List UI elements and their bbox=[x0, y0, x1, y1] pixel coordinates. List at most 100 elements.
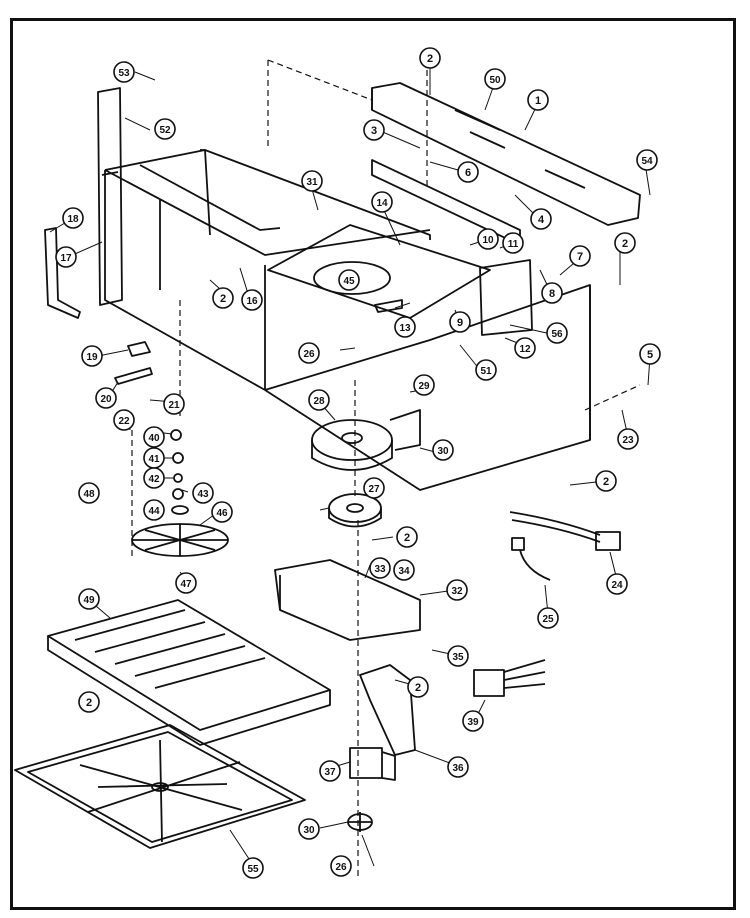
callout-number: 3 bbox=[371, 125, 377, 137]
callout-circle bbox=[369, 557, 391, 579]
callout-7: 7 bbox=[569, 245, 591, 267]
callout-number: 34 bbox=[398, 566, 410, 577]
callout-circle bbox=[502, 232, 524, 254]
callout-number: 43 bbox=[197, 489, 209, 500]
callout-number: 31 bbox=[306, 177, 318, 188]
callout-circle bbox=[419, 47, 441, 69]
callout-circle bbox=[413, 374, 435, 396]
callout-circle bbox=[446, 579, 468, 601]
callout-12: 12 bbox=[514, 337, 536, 359]
callout-circle bbox=[298, 342, 320, 364]
callout-number: 16 bbox=[246, 296, 258, 307]
hardware-stack-part bbox=[170, 429, 189, 515]
blower-assembly-part bbox=[311, 409, 421, 471]
callout-circle bbox=[143, 426, 165, 448]
fan-motor-part bbox=[349, 747, 396, 781]
callout-circle bbox=[242, 857, 264, 879]
switch-lever-part bbox=[114, 367, 153, 385]
callout-29: 29 bbox=[413, 374, 435, 396]
callout-number: 27 bbox=[368, 484, 380, 495]
callout-circle bbox=[396, 526, 418, 548]
stirrer-blade-part bbox=[131, 523, 229, 557]
callout-circle bbox=[78, 588, 100, 610]
callout-50: 50 bbox=[484, 68, 506, 90]
callout-41: 41 bbox=[143, 447, 165, 469]
callout-circle bbox=[154, 118, 176, 140]
callout-circle bbox=[338, 269, 360, 291]
callout-49: 49 bbox=[78, 588, 100, 610]
callout-5: 5 bbox=[639, 343, 661, 365]
callout-number: 21 bbox=[168, 400, 180, 411]
callout-28: 28 bbox=[308, 389, 330, 411]
callout-circle bbox=[371, 191, 393, 213]
callout-2: 2 bbox=[595, 470, 617, 492]
callout-34: 34 bbox=[393, 559, 415, 581]
callout-number: 50 bbox=[489, 75, 501, 86]
callout-circle bbox=[447, 645, 469, 667]
callout-circle bbox=[95, 387, 117, 409]
callout-30: 30 bbox=[432, 439, 454, 461]
callout-31: 31 bbox=[301, 170, 323, 192]
callout-20: 20 bbox=[95, 387, 117, 409]
callout-circle bbox=[636, 149, 658, 171]
callout-number: 1 bbox=[535, 95, 541, 107]
guide-lines bbox=[131, 59, 641, 880]
callout-number: 47 bbox=[180, 579, 192, 590]
callout-2: 2 bbox=[212, 287, 234, 309]
wire-harness-part bbox=[509, 511, 621, 551]
callout-circle bbox=[308, 389, 330, 411]
callout-circle bbox=[62, 207, 84, 229]
callout-circle bbox=[175, 572, 197, 594]
callout-number: 19 bbox=[86, 352, 98, 363]
callout-number: 49 bbox=[83, 595, 95, 606]
callout-circle bbox=[212, 287, 234, 309]
callout-circle bbox=[595, 470, 617, 492]
callout-number: 4 bbox=[538, 214, 545, 226]
callout-circle bbox=[81, 345, 103, 367]
callout-circle bbox=[546, 322, 568, 344]
callout-circle bbox=[394, 316, 416, 338]
callout-number: 39 bbox=[467, 717, 479, 728]
callout-number: 35 bbox=[452, 652, 464, 663]
callout-circle bbox=[241, 289, 263, 311]
callout-number: 9 bbox=[457, 317, 463, 329]
callout-circle bbox=[639, 343, 661, 365]
terminal-block-part bbox=[473, 659, 546, 697]
trim-strip-part bbox=[44, 227, 81, 319]
callout-circle bbox=[530, 208, 552, 230]
callout-circle bbox=[475, 359, 497, 381]
callout-8: 8 bbox=[541, 282, 563, 304]
callout-circle bbox=[211, 501, 233, 523]
callout-23: 23 bbox=[617, 428, 639, 450]
callout-9: 9 bbox=[449, 311, 471, 333]
callout-26: 26 bbox=[330, 855, 352, 877]
callout-circle bbox=[617, 428, 639, 450]
callout-2: 2 bbox=[396, 526, 418, 548]
callout-number: 56 bbox=[551, 329, 563, 340]
callout-52: 52 bbox=[154, 118, 176, 140]
motor-bracket-part bbox=[274, 559, 421, 641]
callout-circle bbox=[514, 337, 536, 359]
callout-number: 32 bbox=[451, 586, 463, 597]
callout-53: 53 bbox=[113, 61, 135, 83]
callout-number: 44 bbox=[148, 506, 160, 517]
callout-circle bbox=[55, 246, 77, 268]
callout-circle bbox=[569, 245, 591, 267]
callout-number: 10 bbox=[482, 235, 494, 246]
fan-mount-part bbox=[359, 664, 416, 756]
callout-19: 19 bbox=[81, 345, 103, 367]
callout-circle bbox=[192, 482, 214, 504]
callout-number: 2 bbox=[404, 532, 410, 544]
callout-circle bbox=[449, 311, 471, 333]
callout-number: 6 bbox=[465, 167, 471, 179]
side-bracket-part bbox=[97, 87, 123, 306]
callout-3: 3 bbox=[363, 119, 385, 141]
callout-number: 22 bbox=[118, 416, 130, 427]
callout-number: 41 bbox=[148, 454, 160, 465]
callout-42: 42 bbox=[143, 467, 165, 489]
callout-number: 51 bbox=[480, 366, 492, 377]
callout-number: 48 bbox=[83, 489, 95, 500]
callout-number: 14 bbox=[376, 198, 388, 209]
callout-number: 30 bbox=[437, 446, 449, 457]
